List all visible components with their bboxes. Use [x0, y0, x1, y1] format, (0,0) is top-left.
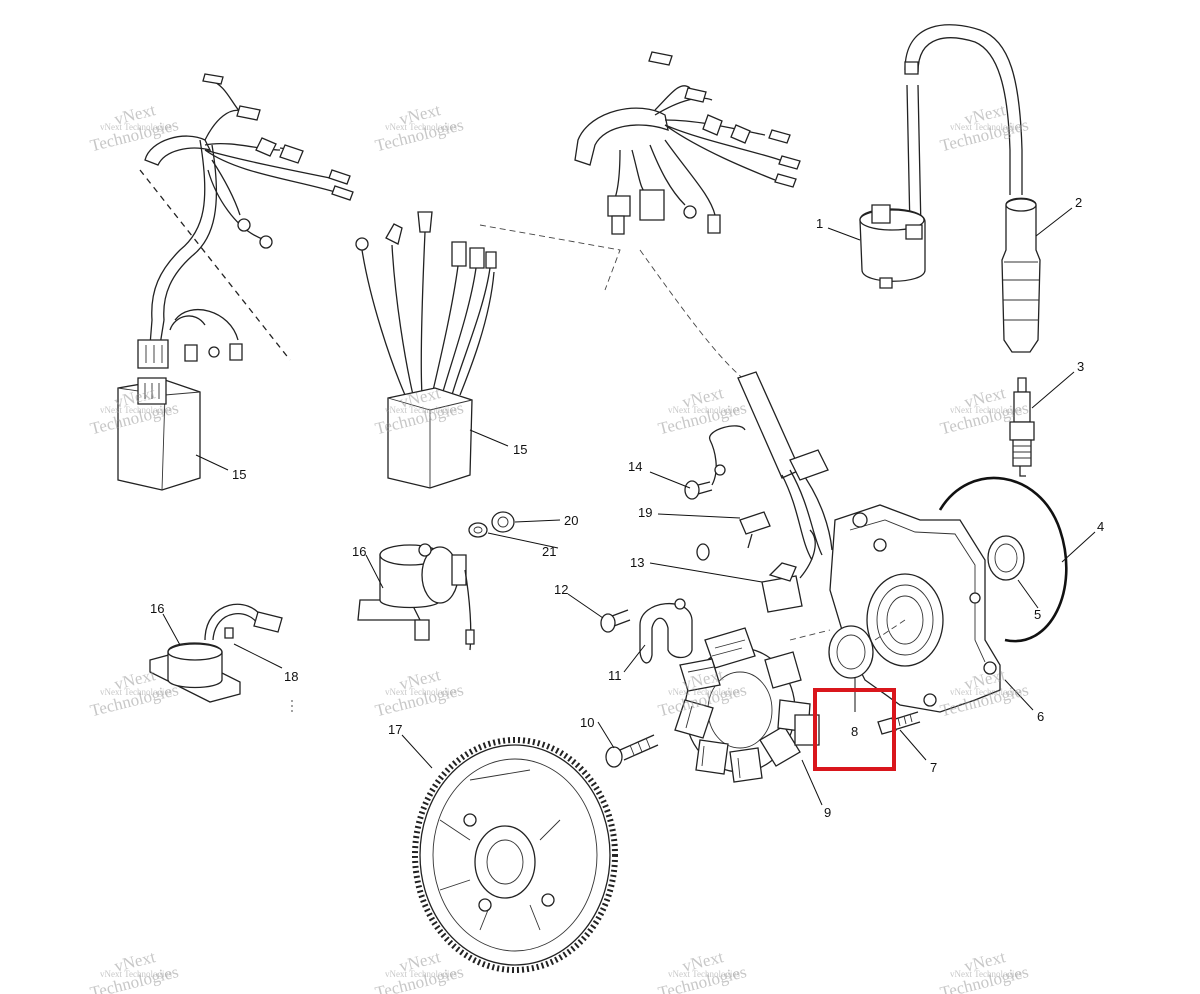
part-15-mid-module [355, 211, 621, 489]
highlight-box-part-8 [813, 688, 896, 771]
watermark-small: vNext Technologies [385, 122, 457, 132]
part-11-bracket [639, 598, 693, 664]
callout-8: 8 [851, 724, 858, 739]
part-17-flywheel [412, 737, 618, 973]
part-20-nut [491, 511, 515, 533]
part-7-bolt [877, 711, 921, 735]
part-4-o-ring [938, 476, 1068, 643]
watermark-small: vNext Technologies [950, 969, 1022, 979]
stator-harness [574, 51, 833, 561]
part-15-left-harness [117, 73, 354, 491]
callout-17: 17 [388, 722, 402, 737]
callout-2: 2 [1075, 195, 1082, 210]
callout-1: 1 [816, 216, 823, 231]
watermark-small: vNext Technologies [950, 122, 1022, 132]
callout-3: 3 [1077, 359, 1084, 374]
part-8-oil-seal [789, 619, 906, 679]
watermark-small: vNext Technologies [100, 122, 172, 132]
watermark-small: vNext Technologies [385, 969, 457, 979]
callout-labels: 1 2 3 4 5 6 7 8 9 10 11 12 13 14 15 15 1… [150, 195, 1104, 820]
callout-7: 7 [930, 760, 937, 775]
part-14-screw [684, 425, 746, 500]
callout-21: 21 [542, 544, 556, 559]
part-2-plug-cap [1001, 197, 1041, 353]
callout-10: 10 [580, 715, 594, 730]
callout-18: 18 [284, 669, 298, 684]
callout-12: 12 [554, 582, 568, 597]
callout-9: 9 [824, 805, 831, 820]
watermark-small: vNext Technologies [100, 405, 172, 415]
watermark-small: vNext Technologies [668, 969, 740, 979]
part-13-pickup [761, 529, 816, 613]
watermark-small: vNext Technologies [385, 687, 457, 697]
callout-15-left: 15 [232, 467, 246, 482]
callout-5: 5 [1034, 607, 1041, 622]
callout-20: 20 [564, 513, 578, 528]
callout-4: 4 [1097, 519, 1104, 534]
part-9-stator [674, 627, 820, 783]
watermark-small: vNext Technologies [668, 405, 740, 415]
part-10-screw [605, 734, 659, 768]
part-19-clip [696, 511, 771, 561]
part-16-regulator [149, 603, 283, 703]
watermark-small: vNext Technologies [100, 969, 172, 979]
part-21-washer [468, 522, 488, 538]
watermark-small: vNext Technologies [100, 687, 172, 697]
callout-16-solenoid: 16 [352, 544, 366, 559]
callout-11: 11 [608, 668, 622, 683]
part-5-seal [987, 535, 1025, 581]
part-12-screw [600, 609, 631, 633]
part-3-spark-plug [1009, 377, 1035, 477]
part-16-starter-solenoid [357, 543, 475, 651]
callout-16-regulator: 16 [150, 601, 164, 616]
leader-lines [162, 207, 1096, 806]
callout-13: 13 [630, 555, 644, 570]
watermark-small: vNext Technologies [385, 405, 457, 415]
watermark-small: vNext Technologies [668, 687, 740, 697]
part-1-ignition-coil [859, 24, 1023, 289]
callout-6: 6 [1037, 709, 1044, 724]
callout-14: 14 [628, 459, 642, 474]
watermark-small: vNext Technologies [950, 687, 1022, 697]
callout-15-mid: 15 [513, 442, 527, 457]
callout-19: 19 [638, 505, 652, 520]
watermark-small: vNext Technologies [950, 405, 1022, 415]
